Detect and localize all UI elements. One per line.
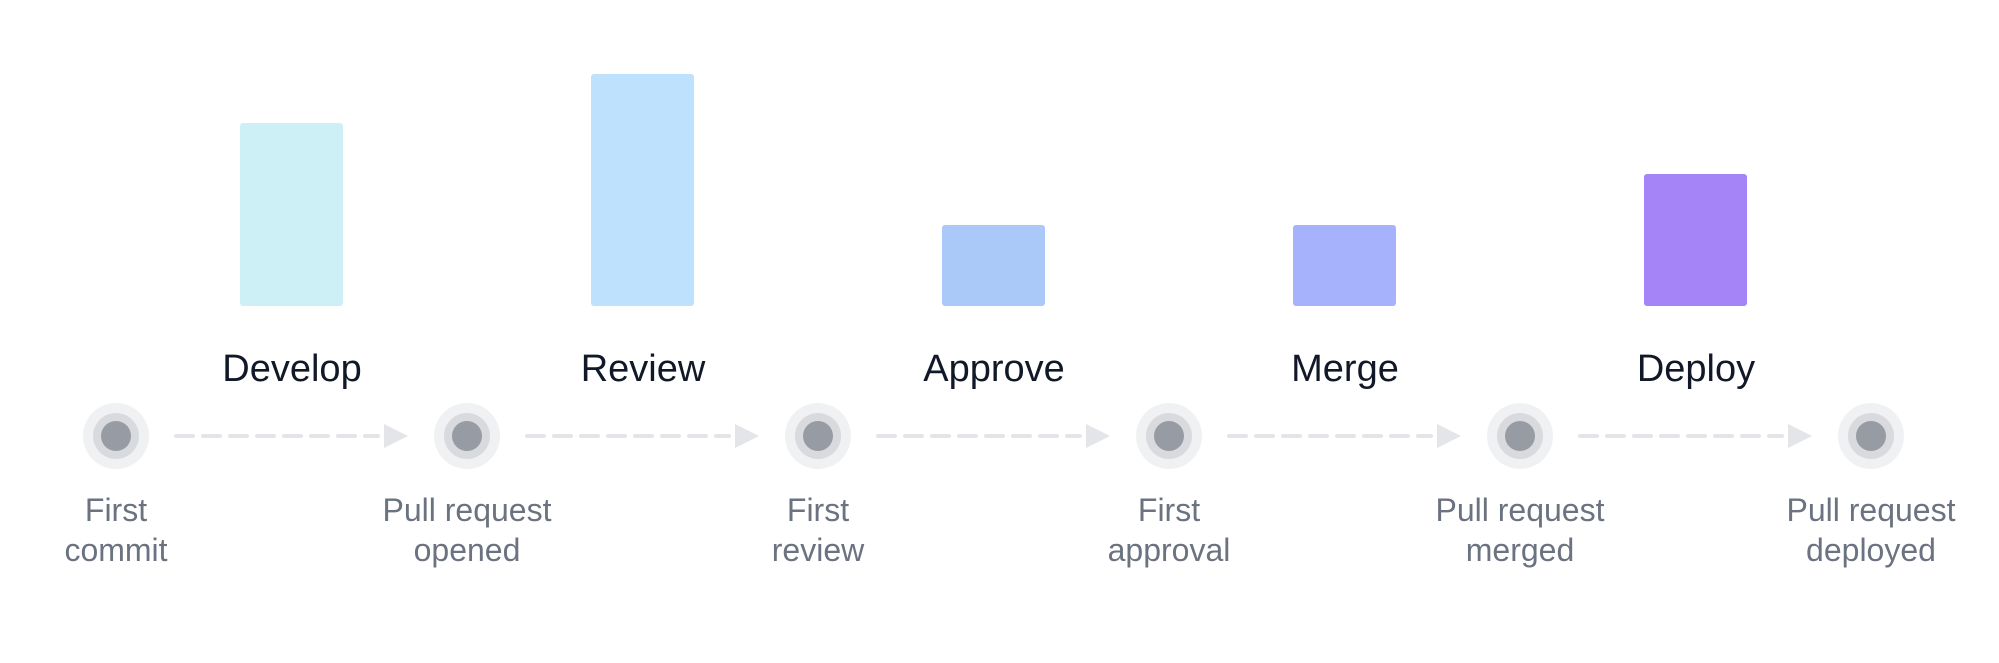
milestone-label-line: merged: [1465, 532, 1575, 568]
stage-label-deploy: Deploy: [1636, 348, 1756, 390]
milestone-label-line: Pull request: [382, 492, 552, 528]
milestone-label-line: commit: [64, 532, 168, 568]
dashed-arrow-right-icon: [1227, 424, 1461, 448]
milestone-label-first-approval: First approval: [1049, 490, 1289, 570]
milestone-dot-icon: [785, 403, 851, 469]
milestone-label-pr-deployed: Pull request deployed: [1751, 490, 1991, 570]
milestone-label-line: First: [786, 492, 850, 528]
stage-label-develop: Develop: [222, 348, 362, 390]
stage-label-merge: Merge: [1291, 348, 1399, 390]
milestone-label-line: deployed: [1806, 532, 1936, 568]
milestone-label-line: First: [84, 492, 148, 528]
stage-bar-deploy: [1644, 174, 1747, 306]
dashed-arrow-right-icon: [525, 424, 759, 448]
milestone-dot-icon: [83, 403, 149, 469]
milestone-dot-icon: [1487, 403, 1553, 469]
dashed-arrow-right-icon: [174, 424, 408, 448]
stage-bar-develop: [240, 123, 343, 306]
milestone-label-line: approval: [1107, 532, 1231, 568]
stage-label-approve: Approve: [923, 348, 1065, 390]
milestone-label-first-commit: First commit: [0, 490, 236, 570]
milestone-dot-icon: [1838, 403, 1904, 469]
milestone-label-pr-merged: Pull request merged: [1400, 490, 1640, 570]
dashed-arrow-right-icon: [876, 424, 1110, 448]
milestone-label-line: opened: [413, 532, 521, 568]
milestone-label-line: Pull request: [1435, 492, 1605, 528]
milestone-label-line: review: [771, 532, 865, 568]
stage-bar-merge: [1293, 225, 1396, 306]
milestone-label-line: First: [1137, 492, 1201, 528]
milestone-dot-icon: [1136, 403, 1202, 469]
milestone-dot-icon: [434, 403, 500, 469]
milestone-label-pr-opened: Pull request opened: [347, 490, 587, 570]
milestone-label-first-review: First review: [698, 490, 938, 570]
stage-bar-approve: [942, 225, 1045, 306]
stage-bar-review: [591, 74, 694, 306]
dashed-arrow-right-icon: [1578, 424, 1812, 448]
stage-label-review: Review: [580, 348, 706, 390]
milestone-label-line: Pull request: [1786, 492, 1956, 528]
